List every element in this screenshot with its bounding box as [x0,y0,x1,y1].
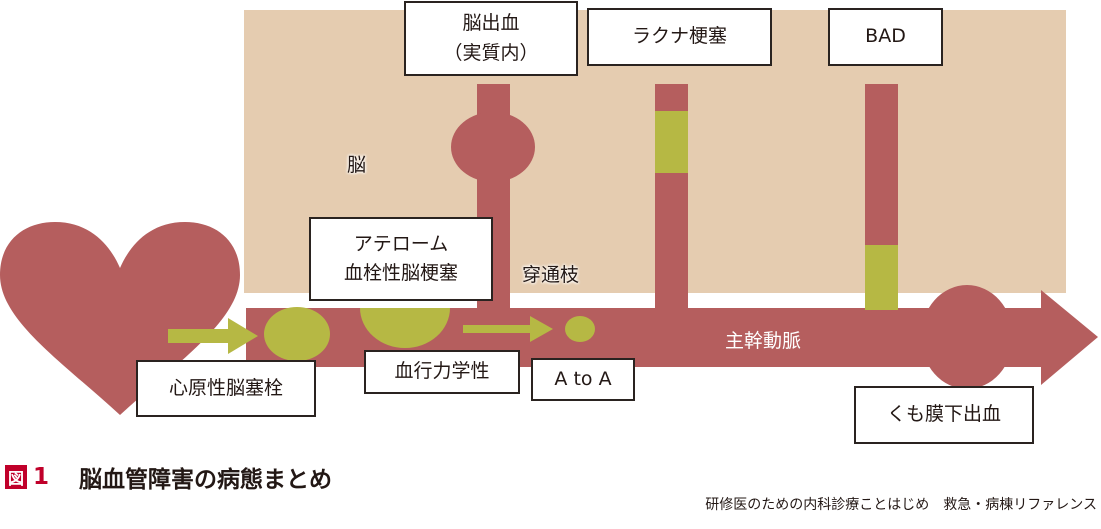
perforator-label: 穿通枝 [522,264,580,286]
athero-label-1: アテローム [353,232,449,255]
bad-occlusion [865,245,898,310]
lacunar-label: ラクナ梗塞 [631,25,727,48]
atherothrombotic-box: アテローム 血栓性脳梗塞 [309,217,493,301]
source-footer: 研修医のための内科診療ことはじめ 救急・病棟リファレンス [705,497,1097,513]
heart [0,222,240,415]
ich-box: 脳出血 （実質内） [404,1,578,76]
cardioembolic-box: 心原性脳塞栓 [136,360,316,417]
main-artery-label: 主幹動脈 [725,330,802,352]
atoa-box: A to A [531,358,635,401]
ich-label-1: 脳出血 [462,12,520,35]
hemodynamic-label: 血行力学性 [394,360,490,383]
atoa-embolus [565,316,595,342]
lacunar-occlusion [655,111,688,173]
lacunar-box: ラクナ梗塞 [587,8,772,66]
figure-title: 脳血管障害の病態まとめ [79,467,333,493]
atoa-arrow [463,316,553,342]
atoa-label: A to A [554,367,612,390]
embolus-arrow [168,318,258,354]
sah-box: くも膜下出血 [854,386,1034,444]
sah-label: くも膜下出血 [886,403,1001,426]
cardio-label: 心原性脳塞栓 [168,376,283,399]
bad-box: BAD [828,8,943,66]
atheroma-plaque [360,308,450,348]
main-artery-arrowhead [1041,290,1098,385]
figure-number: 1 [33,464,50,490]
aneurysm-ball [921,285,1013,389]
hemorrhage-ball [451,112,535,182]
embolus [264,307,330,361]
figure-caption: 図 1 脳血管障害の病態まとめ [5,460,332,494]
ich-label-2: （実質内） [443,41,539,64]
brain-label: 脳 [347,154,367,176]
athero-label-2: 血栓性脳梗塞 [343,262,458,284]
hemodynamic-box: 血行力学性 [364,350,520,394]
bad-label: BAD [865,25,906,48]
figure-badge: 図 [5,465,27,489]
